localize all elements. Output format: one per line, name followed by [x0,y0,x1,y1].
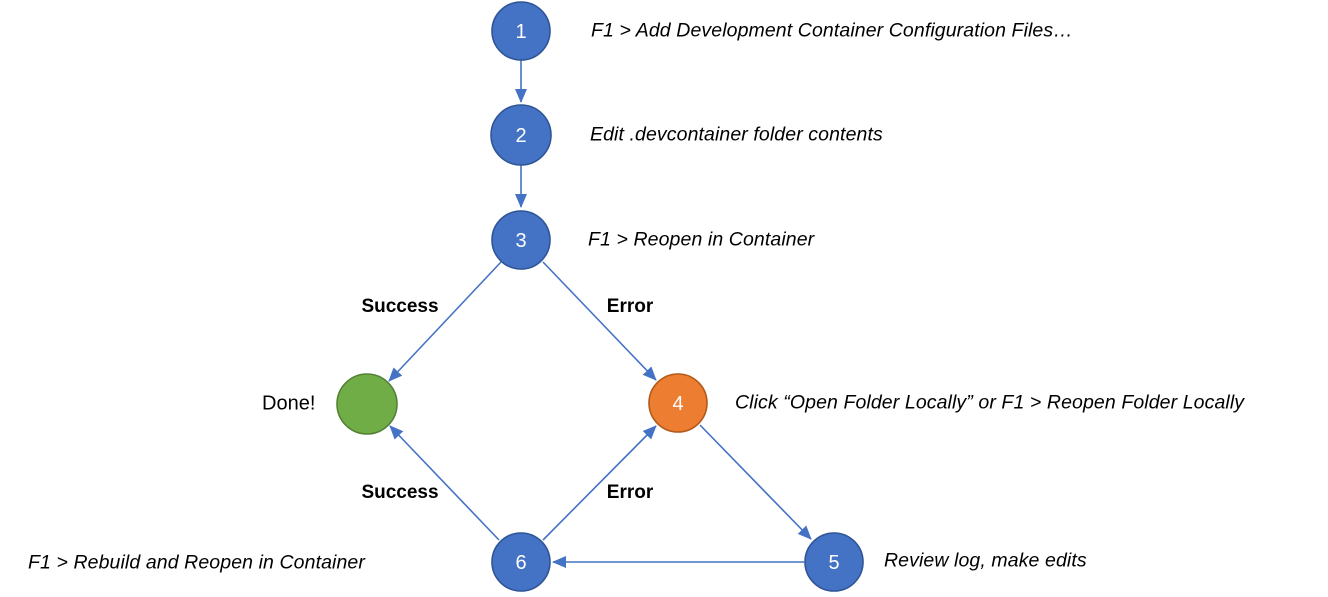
edge-lines [388,60,812,568]
node-6-number: 6 [515,552,526,574]
edge-4-5 [699,424,812,540]
node-circles [336,1,864,592]
node-6-label: F1 > Rebuild and Reopen in Container [28,551,365,574]
edge-6-done-success [389,425,500,541]
edge-6-4-error [542,425,657,541]
edge-3-4-error [542,261,657,381]
edge-label-error-top: Error [606,296,654,317]
node-2-number: 2 [515,125,526,147]
node-5-circle [804,532,864,592]
node-2-label: Edit .devcontainer folder contents [590,123,883,146]
node-done-circle [336,373,398,435]
edge-3-done-success [388,261,502,382]
edge-label-error-bottom: Error [606,482,654,503]
node-2-circle [490,104,552,166]
node-3-circle [491,210,551,270]
node-6-circle [491,532,551,592]
node-3-number: 3 [515,230,526,252]
edge-label-success-top: Success [361,296,439,317]
node-4-label: Click “Open Folder Locally” or F1 > Reop… [735,391,1245,414]
node-4-number: 4 [672,393,683,415]
edge-label-success-bottom: Success [361,482,439,503]
node-4-circle [648,373,708,433]
node-numbers: 1 2 3 4 5 6 [515,21,839,574]
node-3-label: F1 > Reopen in Container [588,228,815,251]
node-1-circle [491,1,551,61]
node-5-label: Review log, make edits [884,549,1087,572]
node-1-label: F1 > Add Development Container Configura… [591,19,1073,42]
node-done-label: Done! [262,392,316,415]
node-5-number: 5 [828,552,839,574]
node-1-number: 1 [515,21,526,43]
